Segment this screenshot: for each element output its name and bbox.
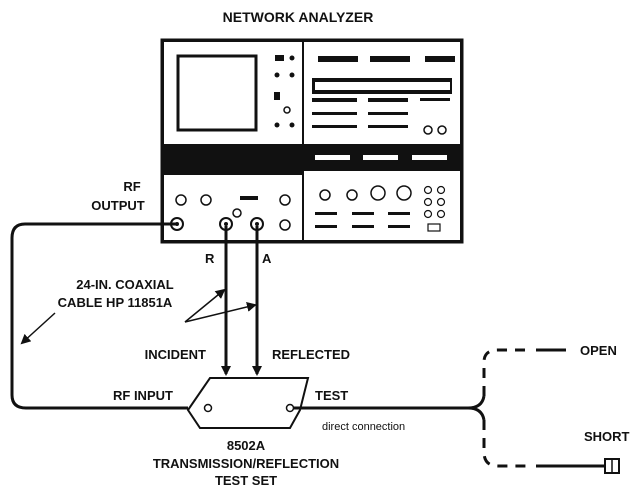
port-a-label: A — [262, 251, 272, 266]
short-label: SHORT — [584, 429, 630, 444]
test-set-test-port — [285, 403, 295, 413]
cable-callout-left — [20, 312, 56, 345]
short-branch — [482, 420, 526, 468]
crt-screen — [176, 54, 258, 132]
cable-callout-r — [184, 288, 226, 323]
rf-output-label-line1: RF — [123, 179, 140, 194]
testset-label-line2: TRANSMISSION/REFLECTION — [153, 456, 339, 471]
test-cable-lower — [467, 406, 486, 421]
test-label: TEST — [315, 388, 348, 403]
open-label: OPEN — [580, 343, 617, 358]
lower-control-module — [302, 144, 462, 242]
coaxial-cable — [10, 222, 188, 410]
upper-control-module — [302, 40, 462, 146]
direct-connection-label: direct connection — [322, 421, 405, 433]
testset-label-line3: TEST SET — [215, 473, 277, 488]
reflected-label: REFLECTED — [272, 347, 350, 362]
test-set — [186, 377, 310, 429]
cable-label-line2: CABLE HP 11851A — [58, 295, 173, 310]
cable-callout-a — [184, 302, 257, 323]
testset-label-line1: 8502A — [227, 438, 266, 453]
open-branch — [482, 348, 526, 396]
cable-label-line1: 24-IN. COAXIAL — [76, 277, 174, 292]
diagram-title: NETWORK ANALYZER — [223, 9, 374, 25]
test-set-rf-input-port — [203, 403, 213, 413]
display-module — [162, 40, 304, 146]
rf-output-label-line2: OUTPUT — [91, 198, 145, 213]
port-module — [162, 144, 304, 242]
short-connector — [604, 458, 620, 474]
incident-label: INCIDENT — [145, 347, 206, 362]
port-r-label: R — [205, 251, 215, 266]
network-analyzer — [160, 38, 464, 244]
rf-input-label: RF INPUT — [113, 388, 173, 403]
